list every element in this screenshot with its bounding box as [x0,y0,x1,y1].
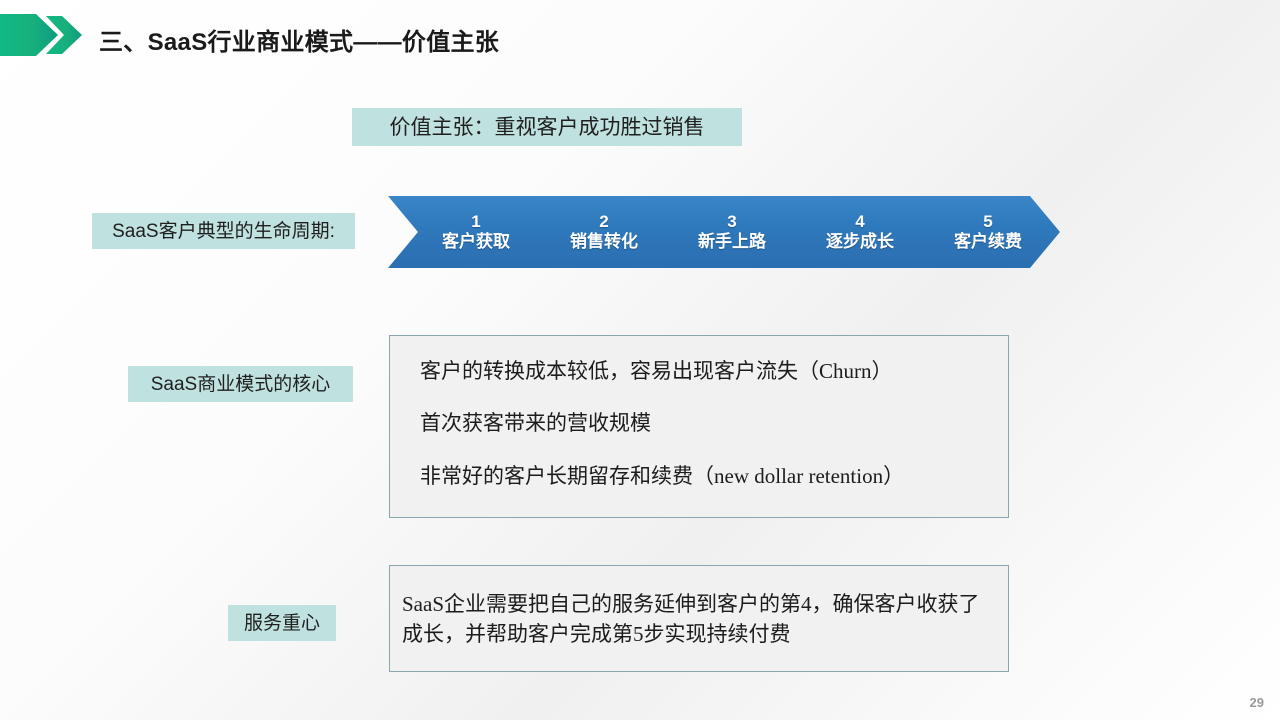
page-number: 29 [1249,695,1264,710]
core-line-1: 客户的转换成本较低，容易出现客户流失（Churn） [420,359,893,383]
page-title: 三、SaaS行业商业模式——价值主张 [99,29,500,56]
core-model-label: SaaS商业模式的核心 [128,366,353,402]
core-model-box: 客户的转换成本较低，容易出现客户流失（Churn） 首次获客带来的营收规模 非常… [389,335,1009,518]
slide-header: 三、SaaS行业商业模式——价值主张 [0,0,1280,68]
step-label: 逐步成长 [826,232,894,252]
headline-banner: 价值主张：重视客户成功胜过销售 [352,108,742,146]
step-label: 客户获取 [442,232,510,252]
lifecycle-process-diagram: 1 客户获取 2 销售转化 3 新手上路 4 逐步成长 5 客户续费 [388,196,1060,268]
service-focus-box: SaaS企业需要把自己的服务延伸到客户的第4，确保客户收获了成长，并帮助客户完成… [389,565,1009,672]
step-number: 4 [855,211,865,231]
step-label: 销售转化 [570,232,638,252]
step-number: 5 [983,211,993,231]
step-label: 新手上路 [698,232,766,252]
service-paragraph: SaaS企业需要把自己的服务延伸到客户的第4，确保客户收获了成长，并帮助客户完成… [402,592,980,646]
lifecycle-label: SaaS客户典型的生命周期: [92,213,355,249]
green-arrow-icon [0,14,82,56]
step-number: 3 [727,211,737,231]
core-line-3: 非常好的客户长期留存和续费（new dollar retention） [420,463,905,488]
step-number: 1 [471,211,481,231]
service-focus-label: 服务重心 [228,605,336,641]
core-line-2: 首次获客带来的营收规模 [420,411,651,436]
process-step-1: 1 客户获取 [388,196,548,268]
step-label: 客户续费 [954,232,1022,252]
process-step-2: 2 销售转化 [516,196,676,268]
step-number: 2 [599,211,609,231]
